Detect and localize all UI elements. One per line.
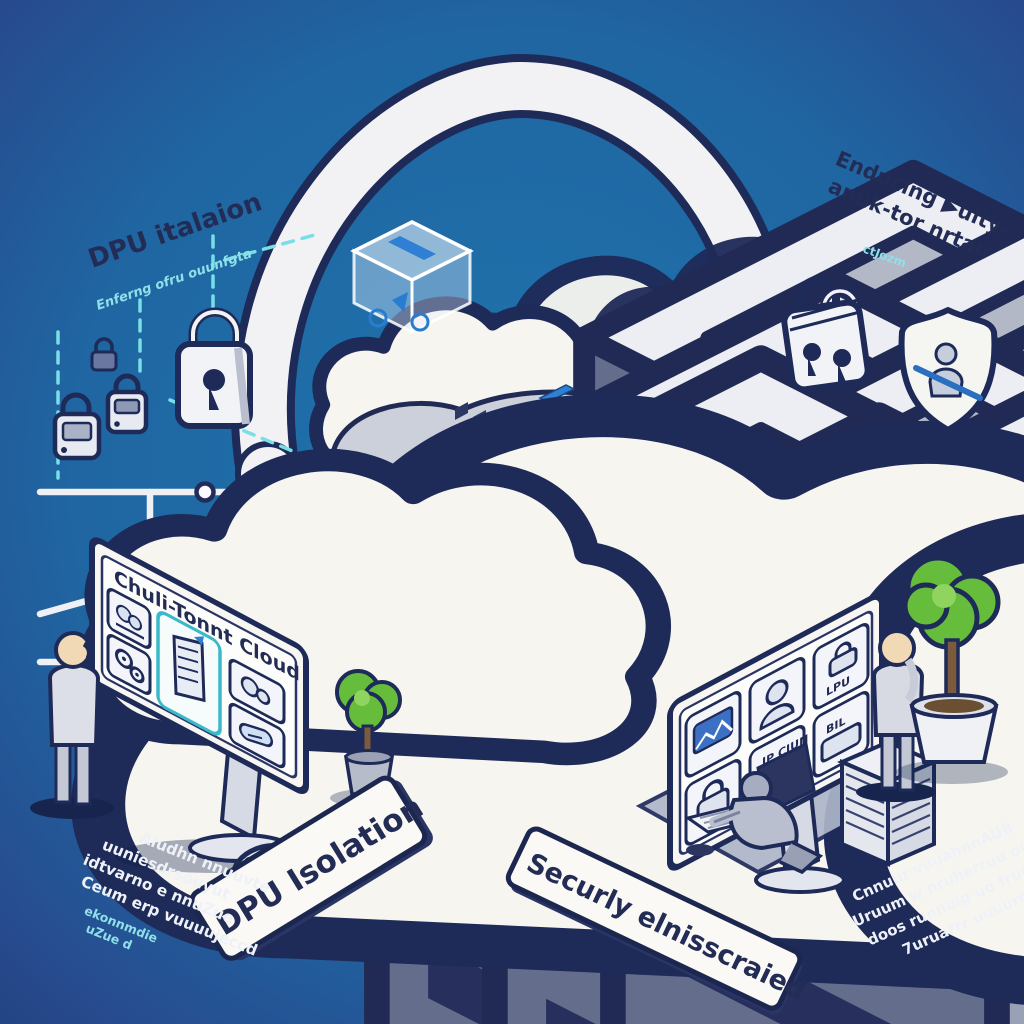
right-security-icons	[781, 276, 998, 433]
large-padlock-icon	[175, 307, 253, 429]
shield-person-icon	[898, 307, 998, 433]
left-person	[30, 631, 114, 819]
lock-doc-icon	[834, 641, 852, 660]
person-head	[878, 629, 916, 667]
glass-cube	[350, 220, 474, 335]
padlock-icon	[702, 779, 724, 803]
left-monitor-tile-shield-cloud	[228, 658, 286, 725]
pill-icon	[238, 722, 274, 748]
double-padlock-icon	[781, 276, 871, 393]
left-monitor-tile-pill-cloud	[228, 702, 286, 769]
blue-flag-icon	[392, 292, 408, 312]
gears-icon	[115, 648, 133, 670]
cloud-lock-body	[90, 350, 118, 372]
left-monitor-tile-server-doc	[156, 611, 222, 736]
right-monitor-tile-photo	[684, 691, 742, 778]
sitting-person	[684, 741, 824, 875]
stamp-doc-icon	[820, 722, 862, 763]
person-icon	[765, 679, 789, 706]
blue-tab-icon	[538, 384, 576, 403]
right-monitor-tile-lock-doc: LPU	[812, 623, 870, 710]
person-head	[54, 631, 92, 669]
big-tree	[896, 555, 1008, 784]
photo-icon	[692, 706, 734, 755]
blue-scribble-icon	[410, 312, 430, 332]
left-security-icons	[52, 307, 661, 756]
left-monitor-tile-gears	[106, 634, 152, 695]
small-padlock-icon	[52, 392, 102, 461]
blue-window-icon	[388, 236, 436, 260]
small-padlock-icon	[105, 373, 149, 435]
right-person	[856, 629, 936, 802]
blue-scribble-icon	[368, 308, 388, 328]
right-monitor-tile-person	[748, 657, 806, 744]
left-monitor-tile-cloud-user	[106, 588, 152, 649]
